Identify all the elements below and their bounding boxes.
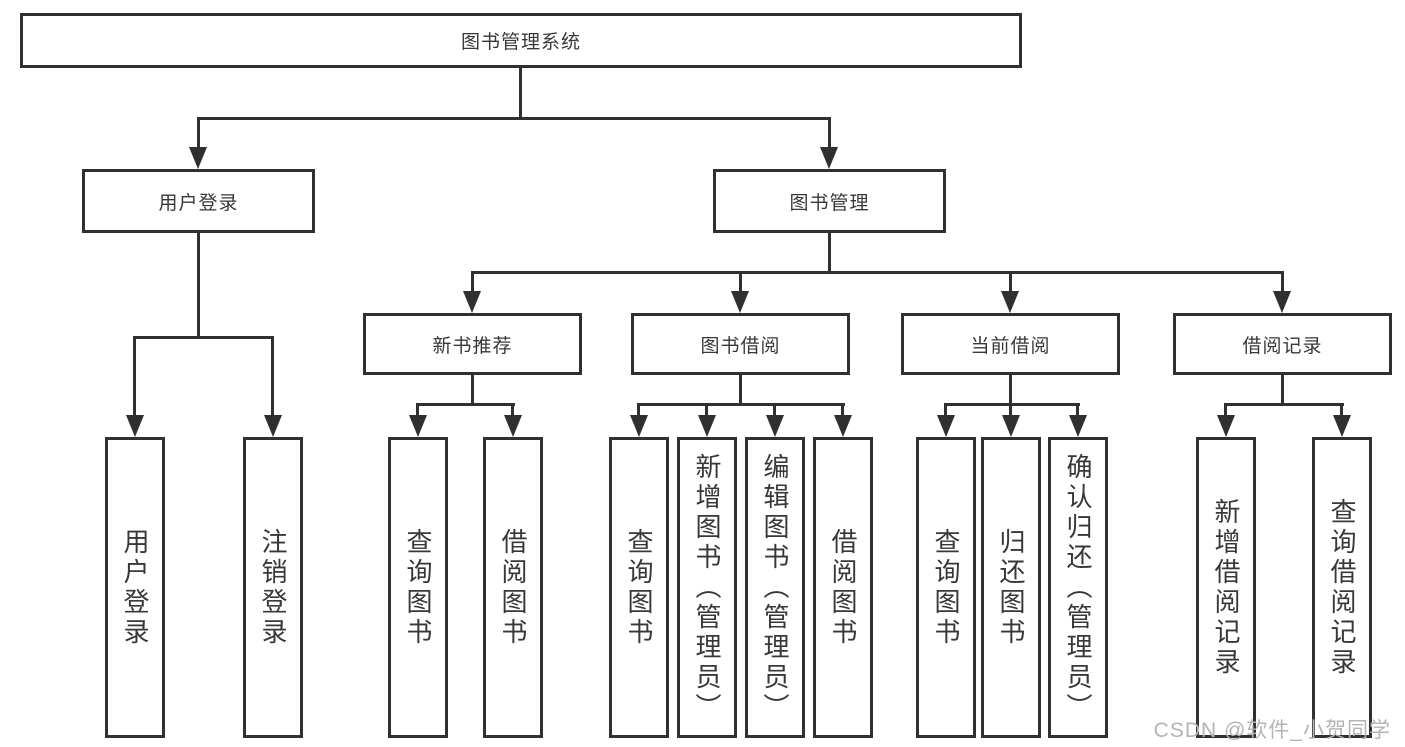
node-user-login: 用户登录 (82, 169, 315, 233)
connector-to-leaf-user-login (133, 336, 136, 416)
connector-to-br-add (1224, 403, 1227, 416)
leaf-bb-borrow-books: 借阅图书 (813, 437, 873, 738)
connector-to-user-login (197, 117, 200, 148)
connector-book-mgmt-stub (828, 233, 831, 273)
connector-to-bb-query (637, 403, 640, 416)
connector-current-borrow-stub (1009, 375, 1012, 405)
leaf-bb-edit-books-admin: 编辑图书（管理员） (745, 437, 805, 738)
connector-current-borrow-splitter (944, 403, 1080, 406)
node-borrowing-records: 借阅记录 (1173, 313, 1392, 375)
arrowhead-leaf-user-login (126, 415, 144, 437)
arrowhead-book-borrow (731, 291, 749, 313)
arrowhead-bb-borrow (834, 415, 852, 437)
arrowhead-book-management (820, 147, 838, 169)
connector-borrow-record-stub (1281, 375, 1284, 405)
arrowhead-current-borrow (1001, 291, 1019, 313)
leaf-br-add-record: 新增借阅记录 (1196, 437, 1256, 738)
connector-new-book-stub (471, 375, 474, 405)
connector-root-stub (519, 68, 522, 117)
leaf-cb-return-books: 归还图书 (981, 437, 1041, 738)
arrowhead-nb-borrow (504, 415, 522, 437)
arrowhead-cb-confirm (1069, 415, 1087, 437)
arrowhead-borrow-record (1273, 291, 1291, 313)
leaf-user-login: 用户登录 (105, 437, 165, 738)
arrowhead-bb-query (630, 415, 648, 437)
arrowhead-bb-edit (766, 415, 784, 437)
connector-new-book-splitter (416, 403, 515, 406)
arrowhead-user-login (189, 147, 207, 169)
connector-to-new-book (471, 271, 474, 293)
leaf-nb-borrow-books: 借阅图书 (483, 437, 543, 738)
connector-user-login-stub (197, 233, 200, 338)
arrowhead-br-query (1333, 415, 1351, 437)
arrowhead-br-add (1217, 415, 1235, 437)
connector-book-borrow-splitter (637, 403, 845, 406)
arrowhead-leaf-logout (264, 415, 282, 437)
connector-to-book-management (828, 117, 831, 148)
node-book-management: 图书管理 (713, 169, 946, 233)
node-library-management-system: 图书管理系统 (20, 13, 1022, 68)
connector-to-cb-return (1009, 403, 1012, 416)
leaf-bb-add-books-admin: 新增图书（管理员） (677, 437, 737, 738)
leaf-nb-query-books: 查询图书 (388, 437, 448, 738)
leaf-cb-query-books: 查询图书 (916, 437, 976, 738)
connector-to-current-borrow (1009, 271, 1012, 293)
connector-to-book-borrow (739, 271, 742, 293)
connector-to-nb-borrow (511, 403, 514, 416)
connector-level3-splitter (471, 271, 1284, 274)
arrowhead-new-book (463, 291, 481, 313)
node-new-book-recommendation: 新书推荐 (363, 313, 582, 375)
arrowhead-cb-return (1002, 415, 1020, 437)
connector-book-borrow-stub (739, 375, 742, 405)
node-book-borrowing: 图书借阅 (631, 313, 850, 375)
connector-borrow-record-splitter (1224, 403, 1344, 406)
leaf-bb-query-books: 查询图书 (609, 437, 669, 738)
connector-to-bb-borrow (841, 403, 844, 416)
leaf-logout: 注销登录 (243, 437, 303, 738)
arrowhead-bb-add (698, 415, 716, 437)
connector-to-cb-query (944, 403, 947, 416)
connector-to-cb-confirm (1076, 403, 1079, 416)
connector-to-nb-query (416, 403, 419, 416)
watermark-csdn: CSDN @软件_小贺同学 (1153, 719, 1391, 742)
connector-to-borrow-record (1281, 271, 1284, 293)
connector-level2-splitter (197, 117, 831, 120)
connector-to-leaf-logout (271, 336, 274, 416)
node-current-borrowing: 当前借阅 (901, 313, 1120, 375)
arrowhead-nb-query (409, 415, 427, 437)
connector-to-bb-edit (773, 403, 776, 416)
connector-user-login-splitter (133, 336, 274, 339)
connector-to-br-query (1340, 403, 1343, 416)
arrowhead-cb-query (937, 415, 955, 437)
connector-to-bb-add (705, 403, 708, 416)
leaf-br-query-record: 查询借阅记录 (1312, 437, 1372, 738)
leaf-cb-confirm-return-admin: 确认归还（管理员） (1048, 437, 1108, 738)
